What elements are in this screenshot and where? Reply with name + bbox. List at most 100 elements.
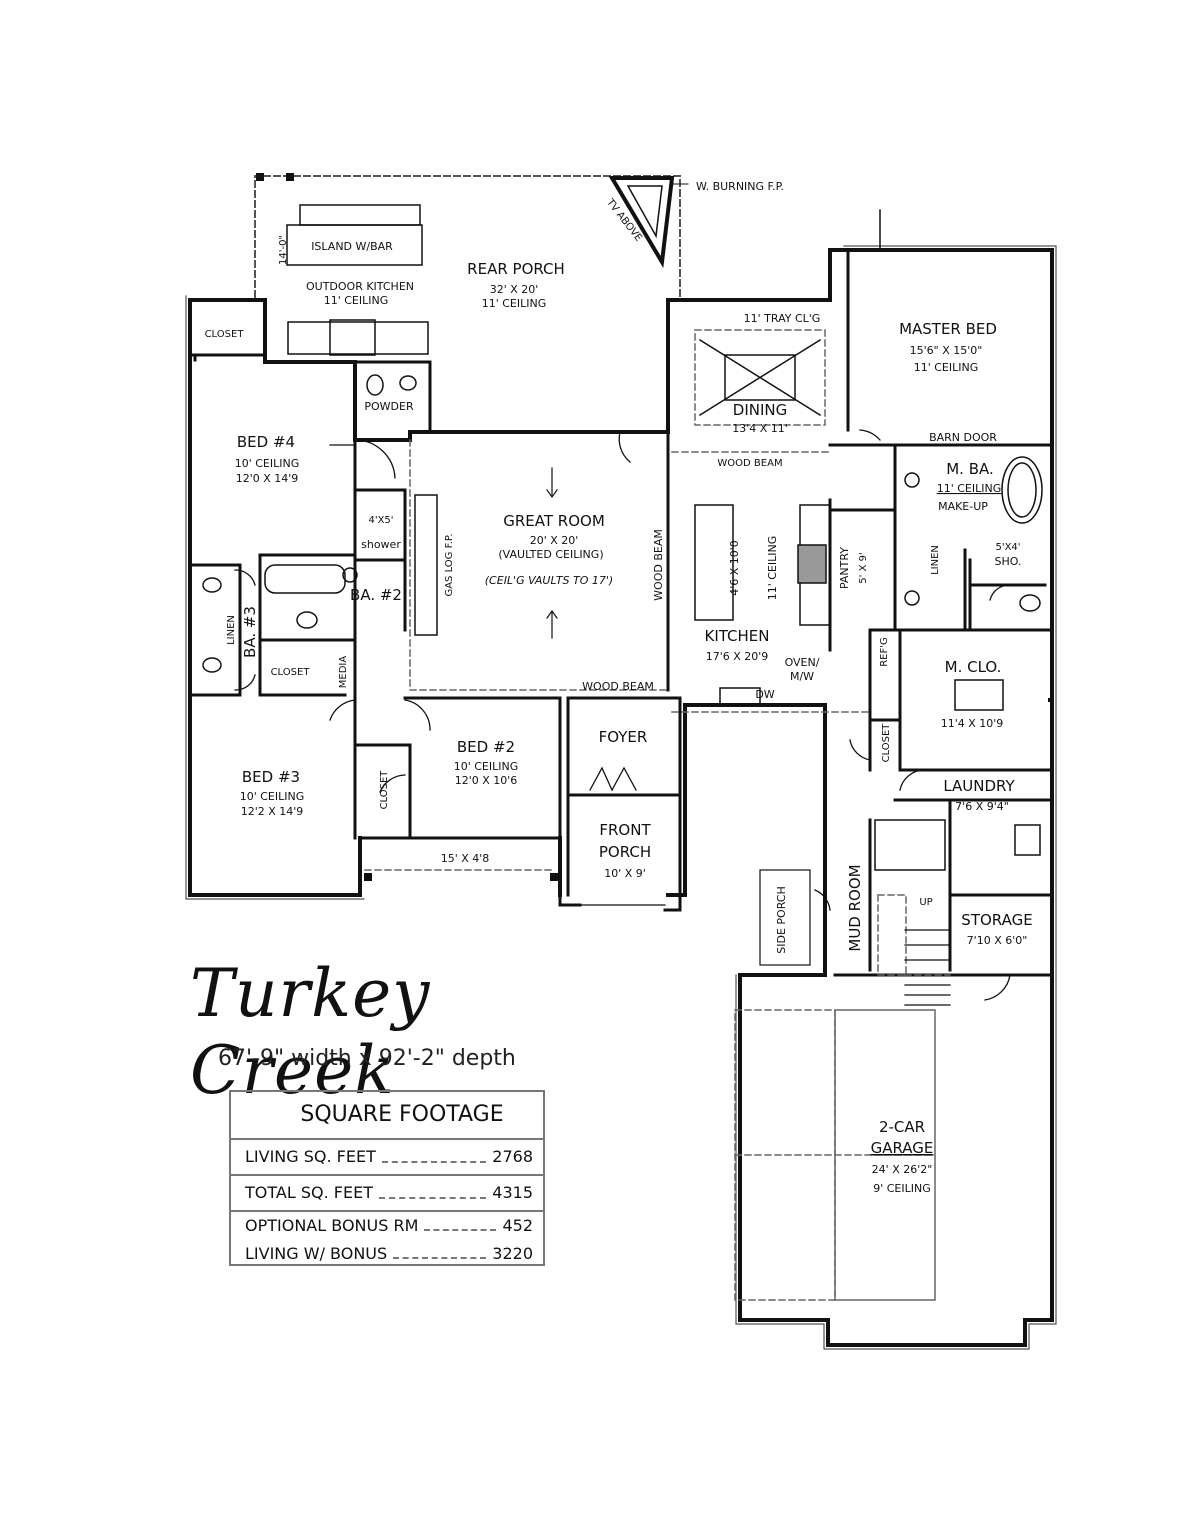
- leader-dash: [424, 1212, 497, 1231]
- plan-title: Turkey Creek: [190, 955, 431, 1109]
- porch-post: [286, 173, 294, 181]
- bed4-size: 12'0 X 14'9: [236, 472, 299, 485]
- sqft-row: TOTAL SQ. FEET 4315: [231, 1174, 543, 1210]
- m-clo-size: 11'4 X 10'9: [941, 717, 1004, 730]
- sqft-row-value: 3220: [492, 1244, 533, 1263]
- rear-porch-name: REAR PORCH: [467, 260, 565, 278]
- leader-dash: [381, 1140, 487, 1163]
- sqft-row-label: LIVING SQ. FEET: [245, 1147, 376, 1166]
- leader-dash: [393, 1240, 487, 1259]
- plan-dimensions: 67'-9" width x 92'-2" depth: [218, 1046, 516, 1071]
- wood-burning-fp-label: W. BURNING F.P.: [696, 180, 784, 193]
- barn-door-label: BARN DOOR: [929, 431, 997, 444]
- linen-label: LINEN: [226, 615, 237, 645]
- bed3-ceiling: 10' CEILING: [240, 790, 305, 803]
- bed4-name: BED #4: [237, 433, 295, 451]
- refg-label: REF'G: [879, 637, 890, 667]
- garage-ceiling: 9' CEILING: [873, 1182, 931, 1195]
- dw-label: DW: [755, 688, 774, 701]
- sqft-row-label: TOTAL SQ. FEET: [245, 1183, 373, 1202]
- mw-label: M/W: [790, 670, 814, 683]
- m-ba-ceiling: 11' CEILING: [937, 482, 1002, 495]
- tray-ceiling-label: 11' TRAY CL'G: [744, 312, 821, 325]
- media-label: MEDIA: [338, 656, 349, 689]
- bed4-ceiling: 10' CEILING: [235, 457, 300, 470]
- porch-strip-size: 15' X 4'8: [441, 852, 490, 865]
- great-room-size: 20' X 20': [530, 534, 579, 547]
- powder-label: POWDER: [364, 400, 414, 413]
- pantry-size: 5' X 9': [858, 552, 869, 583]
- great-room-vault-note: (CEIL'G VAULTS TO 17'): [485, 574, 613, 587]
- porch-post: [256, 173, 264, 181]
- closet-label: CLOSET: [379, 770, 390, 810]
- garage-name-2: GARAGE: [871, 1139, 934, 1157]
- kitchen-size: 17'6 X 20'9: [706, 650, 769, 663]
- sqft-row-label: LIVING W/ BONUS: [245, 1244, 388, 1263]
- storage-size: 7'10 X 6'0": [967, 934, 1028, 947]
- shower-size: 4'X5': [368, 515, 393, 526]
- front-porch-size: 10' X 9': [604, 867, 646, 880]
- sqft-row-value: 4315: [492, 1183, 533, 1202]
- laundry-size: 7'6 X 9'4": [955, 800, 1009, 813]
- ba2-label: BA. #2: [350, 586, 402, 604]
- gas-log-label: GAS LOG F.P.: [444, 533, 455, 596]
- wood-beam-label: WOOD BEAM: [652, 529, 665, 601]
- kitchen-island-size: 4'6 X 10'0: [728, 540, 741, 596]
- sqft-row-value: 452: [502, 1216, 533, 1235]
- bed2-ceiling: 10' CEILING: [454, 760, 519, 773]
- sho-size: 5'X4': [995, 542, 1020, 553]
- island-bar-label: ISLAND W/BAR: [311, 240, 393, 253]
- master-bed-size: 15'6" X 15'0": [910, 344, 983, 357]
- sqft-row: OPTIONAL BONUS RM 452: [231, 1210, 543, 1240]
- storage-name: STORAGE: [961, 911, 1032, 929]
- outdoor-kitchen-ceiling: 11' CEILING: [324, 294, 389, 307]
- m-clo-name: M. CLO.: [945, 658, 1002, 676]
- great-room-name: GREAT ROOM: [503, 512, 605, 530]
- makeup-label: MAKE-UP: [938, 500, 988, 513]
- leader-dash: [378, 1176, 487, 1199]
- bed3-name: BED #3: [242, 768, 300, 786]
- foyer-label: FOYER: [599, 728, 648, 746]
- sqft-row: LIVING SQ. FEET 2768: [231, 1140, 543, 1174]
- sqft-row-value: 2768: [492, 1147, 533, 1166]
- sho-label: SHO.: [995, 555, 1022, 568]
- closet-label: CLOSET: [205, 329, 245, 340]
- garage-name-1: 2-CAR: [879, 1118, 925, 1136]
- great-room-ceiling: (VAULTED CEILING): [498, 548, 603, 561]
- linen-label: LINEN: [930, 545, 941, 575]
- bed2-size: 12'0 X 10'6: [455, 774, 518, 787]
- m-ba-name: M. BA.: [946, 460, 994, 478]
- rear-porch-size: 32' X 20': [490, 283, 539, 296]
- mud-room-label: MUD ROOM: [846, 864, 864, 951]
- dining-size: 13'4 X 11': [732, 422, 788, 435]
- kitchen-ceiling: 11' CEILING: [766, 536, 779, 601]
- front-porch-name-1: FRONT: [599, 821, 651, 839]
- square-footage-header: SQUARE FOOTAGE: [231, 1092, 543, 1140]
- sqft-row: LIVING W/ BONUS 3220: [231, 1240, 543, 1268]
- up-label: UP: [919, 897, 932, 908]
- wood-beam-label: WOOD BEAM: [582, 680, 654, 693]
- porch-depth-label: 14'-0": [278, 235, 289, 265]
- laundry-name: LAUNDRY: [943, 777, 1015, 795]
- fireplace-icon: [608, 176, 675, 269]
- shower-label: shower: [361, 538, 401, 551]
- front-porch-name-2: PORCH: [599, 843, 651, 861]
- square-footage-table: SQUARE FOOTAGE LIVING SQ. FEET 2768 TOTA…: [229, 1090, 545, 1266]
- bed3-size: 12'2 X 14'9: [241, 805, 304, 818]
- master-bed-ceiling: 11' CEILING: [914, 361, 979, 374]
- master-bed-name: MASTER BED: [899, 320, 997, 338]
- rear-porch-ceiling: 11' CEILING: [482, 297, 547, 310]
- outdoor-kitchen-name: OUTDOOR KITCHEN: [306, 280, 414, 293]
- wood-beam-label: WOOD BEAM: [717, 458, 782, 469]
- dining-name: DINING: [733, 401, 787, 419]
- garage-size: 24' X 26'2": [872, 1163, 933, 1176]
- oven-label: OVEN/: [785, 656, 820, 669]
- ba3-label: BA. #3: [241, 606, 259, 658]
- closet-label: CLOSET: [271, 667, 311, 678]
- sqft-row-label: OPTIONAL BONUS RM: [245, 1216, 419, 1235]
- kitchen-name: KITCHEN: [705, 627, 770, 645]
- side-porch-label: SIDE PORCH: [775, 886, 788, 953]
- interior-walls: [188, 248, 1054, 977]
- pantry-name: PANTRY: [838, 547, 851, 589]
